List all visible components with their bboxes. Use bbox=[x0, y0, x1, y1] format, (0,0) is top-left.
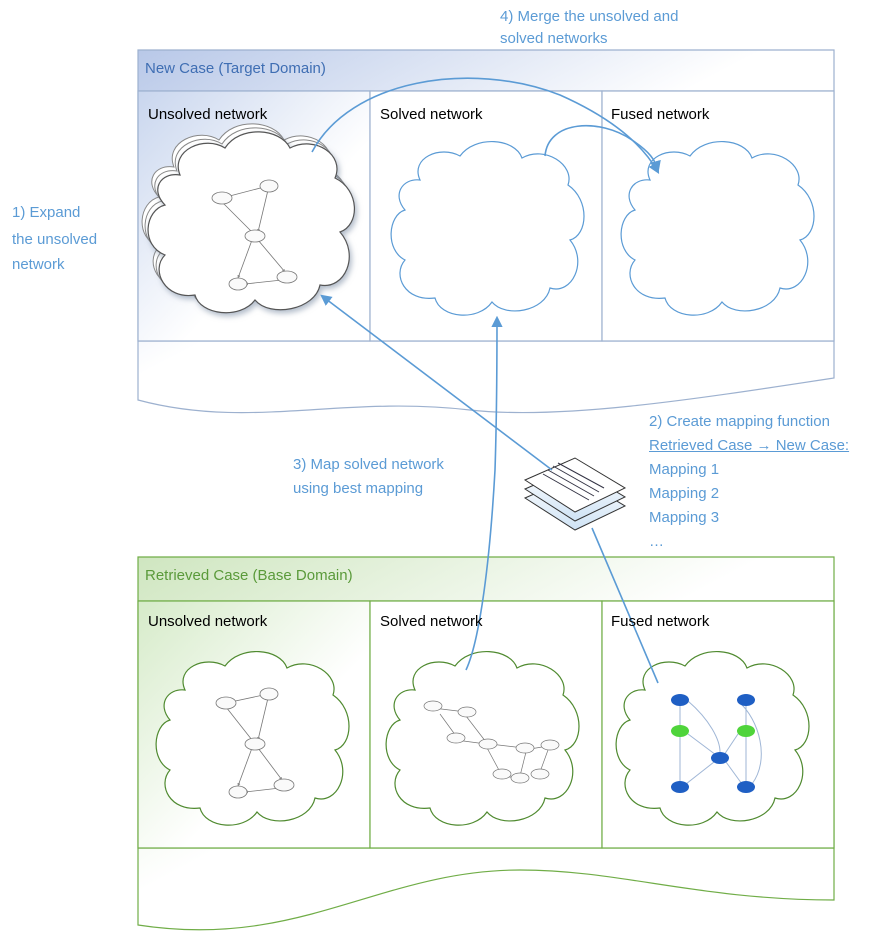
base-solved-graph-thumbnail bbox=[423, 700, 560, 784]
target-solved-title: Solved network bbox=[380, 106, 483, 123]
map-solved-network-arrow bbox=[465, 315, 503, 671]
expanded-network-cloud bbox=[141, 123, 355, 314]
fused-to-mapping-line bbox=[591, 527, 659, 684]
target-solved-cloud bbox=[390, 141, 585, 316]
base-fused-title: Fused network bbox=[611, 613, 710, 630]
base-case-title: Retrieved Case (Base Domain) bbox=[145, 567, 353, 584]
unsolved-graph-thumbnail bbox=[211, 179, 298, 291]
base-solved-cloud bbox=[385, 651, 580, 826]
mapping-documents-icon bbox=[523, 457, 627, 531]
merge-arrow-solved-to-fused bbox=[544, 124, 661, 173]
base-unsolved-graph-thumbnail bbox=[215, 687, 295, 799]
target-case-title: New Case (Target Domain) bbox=[145, 60, 326, 77]
target-fused-title: Fused network bbox=[611, 106, 710, 123]
base-solved-title: Solved network bbox=[380, 613, 483, 630]
fused-graph-thumbnail bbox=[671, 694, 762, 793]
base-fused-cloud bbox=[615, 651, 810, 826]
base-unsolved-title: Unsolved network bbox=[148, 613, 268, 630]
target-unsolved-title: Unsolved network bbox=[148, 106, 268, 123]
target-fused-cloud bbox=[620, 141, 815, 316]
mapping-to-unsolved-arrow bbox=[320, 294, 553, 471]
